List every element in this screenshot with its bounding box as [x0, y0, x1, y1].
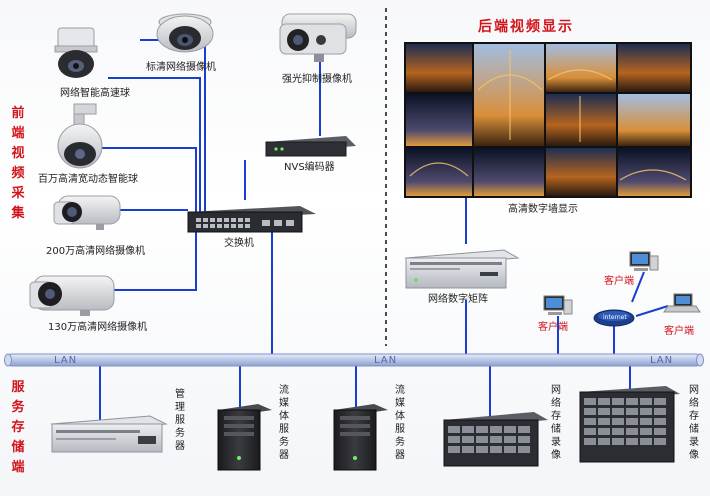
streaming-server-label-2: 流媒体服务器	[395, 385, 405, 461]
client-label-1: 客户端	[538, 322, 568, 333]
hd-130-label: 130万高清网络摄像机	[48, 322, 148, 333]
strong-light-camera-label: 强光抑制摄像机	[282, 74, 352, 85]
nvr-label-2: 网络存储录像	[689, 385, 699, 461]
internet-cloud-icon	[593, 309, 635, 327]
video-wall-icon	[404, 42, 692, 198]
nvs-label: NVS编码器	[284, 162, 335, 173]
ptz-dome-label: 网络智能高速球	[60, 88, 130, 99]
ptz-dome-camera-icon	[54, 27, 98, 78]
lan-label-left: LAN	[54, 355, 78, 366]
client-pc-icon-2	[629, 251, 659, 271]
section-title-front: 前端视频采集	[11, 106, 25, 221]
connection-lines	[99, 39, 669, 420]
client-label-2: 客户端	[604, 276, 634, 287]
megapixel-dome-label: 百万高清宽动态智能球	[38, 174, 138, 185]
nvr-storage-icon-2	[579, 386, 680, 463]
hd-200-label: 200万高清网络摄像机	[46, 246, 146, 257]
nvr-storage-icon-1	[443, 412, 548, 467]
network-switch-icon	[187, 206, 316, 233]
lan-bus	[4, 353, 704, 367]
digital-matrix-icon	[404, 249, 520, 289]
hd-200-bullet-camera-icon	[53, 195, 121, 230]
internet-label: internet	[603, 314, 627, 321]
client-pc-icon-1	[543, 295, 573, 315]
standard-dome-camera-icon	[156, 13, 214, 53]
nvr-label-1: 网络存储录像	[551, 385, 561, 461]
streaming-server-icon-2	[333, 404, 388, 471]
nvs-encoder-icon	[265, 136, 356, 157]
streaming-server-icon-1	[217, 404, 272, 471]
lan-label-right: LAN	[650, 355, 674, 366]
strong-light-camera-icon	[279, 13, 357, 62]
lan-label-center: LAN	[374, 355, 398, 366]
section-title-service: 服务存储端	[11, 380, 25, 475]
matrix-label: 网络数字矩阵	[428, 294, 488, 305]
standard-camera-label: 标清网络摄像机	[146, 62, 216, 73]
section-title-back: 后端视频显示	[478, 19, 574, 35]
management-server-label: 管理服务器	[175, 389, 185, 452]
client-label-3: 客户端	[664, 326, 694, 337]
streaming-server-label-1: 流媒体服务器	[279, 385, 289, 461]
hd-130-bullet-camera-icon	[29, 275, 115, 316]
management-server-icon	[50, 415, 168, 453]
megapixel-dome-camera-icon	[57, 103, 103, 169]
client-laptop-icon	[663, 293, 701, 313]
switch-label: 交换机	[224, 238, 254, 249]
video-wall-label: 高清数字墙显示	[508, 204, 578, 215]
